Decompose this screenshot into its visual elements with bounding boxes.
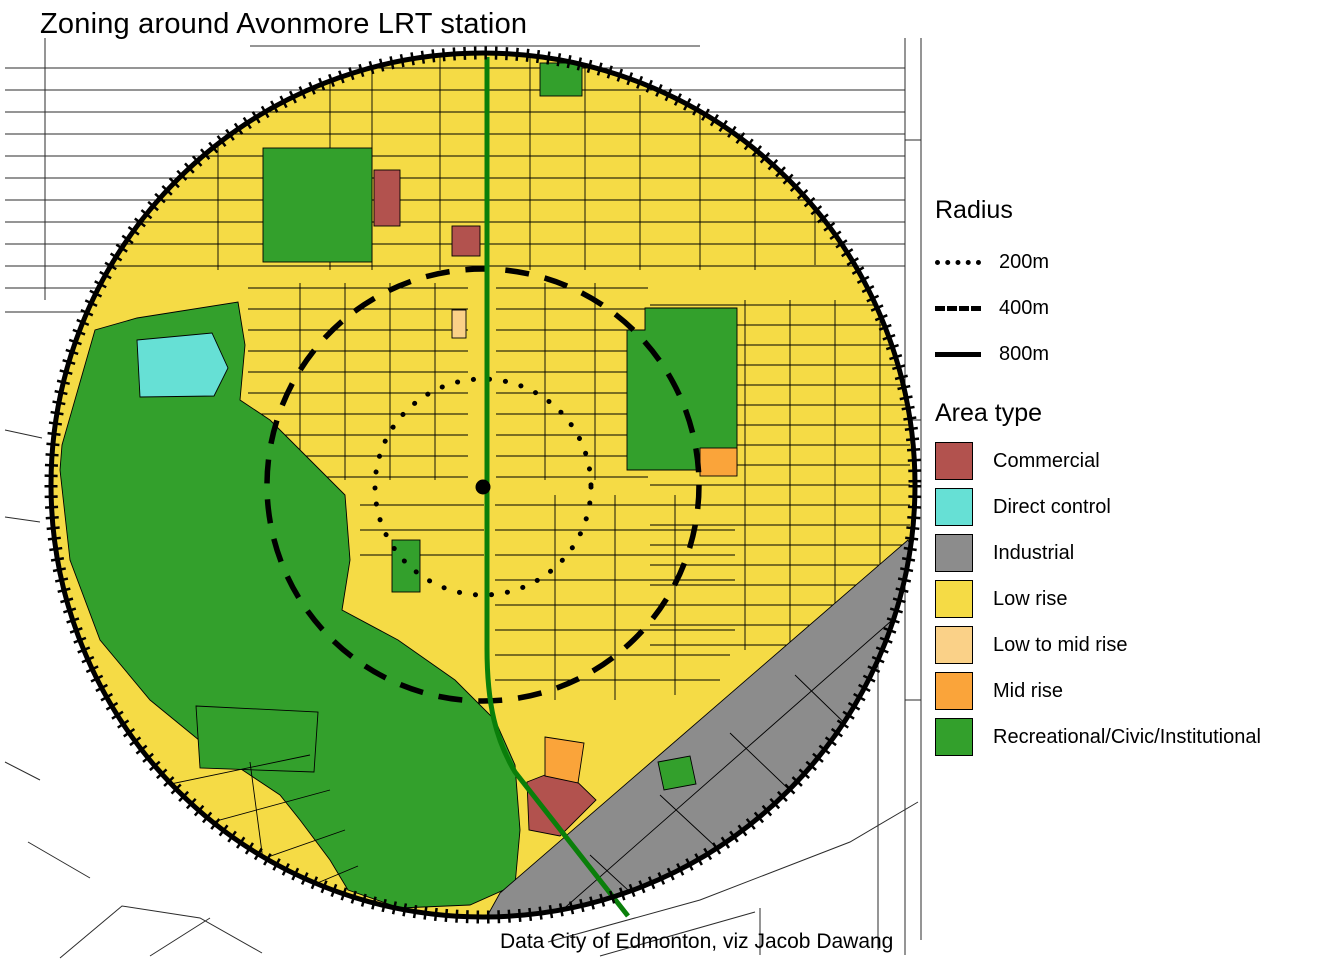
solid-line-sample	[935, 351, 981, 357]
swatch-mid-rise	[935, 672, 973, 710]
mid-rise-area-east	[699, 447, 738, 477]
swatch-recreational	[935, 718, 973, 756]
label-low-mid-rise: Low to mid rise	[993, 633, 1128, 656]
recreational-area-large-west	[59, 301, 521, 909]
radius-legend-item-200m: 200m	[935, 239, 1335, 285]
low-mid-rise-area	[451, 309, 467, 339]
radius-400m-label: 400m	[999, 296, 1050, 319]
label-commercial: Commercial	[993, 449, 1100, 472]
label-industrial: Industrial	[993, 541, 1075, 564]
recreational-area-in-industrial	[657, 755, 697, 791]
label-direct-control: Direct control	[993, 495, 1111, 518]
radius-200m-label: 200m	[999, 250, 1050, 273]
swatch-low-mid-rise	[935, 626, 973, 664]
area-legend-item-mid-rise: Mid rise	[935, 672, 1335, 710]
legend: Radius 200m 400m 800m Area type Commerci…	[935, 196, 1335, 764]
recreational-area-center-small	[391, 539, 421, 593]
area-legend-item-low-rise: Low rise	[935, 580, 1335, 618]
station-point	[475, 479, 491, 495]
mid-rise-area-south	[544, 736, 585, 784]
area-legend-item-low-mid-rise: Low to mid rise	[935, 626, 1335, 664]
radius-legend-title: Radius	[935, 196, 1013, 224]
area-legend-item-recreational: Recreational/Civic/Institutional	[935, 718, 1335, 756]
radius-ring-800m	[48, 50, 918, 920]
recreational-area-northwest	[262, 147, 373, 263]
direct-control-area	[136, 332, 229, 398]
legend-spacer	[935, 377, 1335, 399]
swatch-direct-control	[935, 488, 973, 526]
dashed-line-sample	[935, 305, 981, 311]
dotted-line-sample	[935, 259, 981, 265]
radius-legend-item-800m: 800m	[935, 331, 1335, 377]
label-recreational: Recreational/Civic/Institutional	[993, 725, 1261, 748]
swatch-commercial	[935, 442, 973, 480]
area-legend-item-commercial: Commercial	[935, 442, 1335, 480]
lrt-line	[484, 57, 630, 918]
radius-legend-item-400m: 400m	[935, 285, 1335, 331]
radius-ring-200m	[372, 376, 594, 598]
label-low-rise: Low rise	[993, 587, 1068, 610]
area-legend-item-direct-control: Direct control	[935, 488, 1335, 526]
page-title: Zoning around Avonmore LRT station	[40, 8, 528, 40]
label-mid-rise: Mid rise	[993, 679, 1064, 702]
data-source-caption: Data City of Edmonton, viz Jacob Dawang	[500, 930, 894, 953]
area-type-legend-title: Area type	[935, 399, 1043, 427]
swatch-low-rise	[935, 580, 973, 618]
area-legend-item-industrial: Industrial	[935, 534, 1335, 572]
map-interior	[51, 53, 915, 917]
recreational-area-east	[626, 307, 738, 471]
swatch-industrial	[935, 534, 973, 572]
recreational-area-southwest	[195, 705, 319, 773]
commercial-area-north-1	[373, 169, 401, 227]
commercial-area-north-2	[451, 225, 481, 257]
radius-ring-400m	[264, 266, 702, 704]
recreational-area-north	[539, 62, 583, 97]
radius-800m-label: 800m	[999, 342, 1050, 365]
